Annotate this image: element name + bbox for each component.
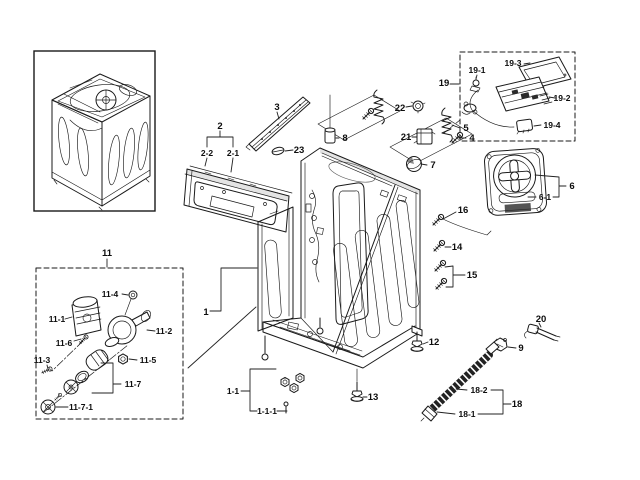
screw-icon (362, 107, 375, 120)
cap-7 (406, 156, 422, 172)
clip-part (271, 146, 285, 156)
mount-nuts-1-1 (280, 372, 305, 394)
inset-border (33, 50, 156, 212)
callout-21: 21 (401, 132, 412, 143)
screw-15b (435, 277, 448, 290)
callout-11-1: 11-1 (49, 314, 66, 324)
cabinet-frame (261, 147, 423, 369)
callout-2-2: 2-2 (201, 148, 214, 158)
rod-16 (442, 218, 492, 236)
callout-6-1: 6-1 (539, 192, 552, 202)
clamp-22 (410, 100, 426, 114)
nut-11-5 (118, 353, 128, 365)
drain-hose-18 (420, 338, 500, 422)
callout-1-1-1: 1-1-1 (257, 406, 277, 416)
pump-assembly-box (35, 267, 184, 420)
callout-19-2: 19-2 (553, 93, 570, 103)
switch-21 (413, 128, 436, 145)
callout-3: 3 (274, 102, 279, 113)
front-frame-panel (183, 165, 293, 233)
rear-cover-6 (484, 148, 547, 216)
callout-4: 4 (469, 133, 475, 144)
callout-1: 1 (203, 307, 209, 318)
callout-11-3: 11-3 (34, 355, 51, 365)
screw-14 (433, 239, 446, 252)
callout-11-4: 11-4 (102, 289, 119, 299)
power-cord-20 (524, 323, 561, 342)
spring-5 (441, 107, 453, 143)
callout-11-5: 11-5 (140, 355, 157, 365)
callout-labels: 1 1-1 1-1-1 2 2-2 2-1 3 4 5 6 6-1 7 8 9 … (34, 58, 575, 419)
suspension-plane-right (389, 117, 473, 164)
seal-ring-11-4 (128, 290, 138, 300)
top-rail (245, 96, 311, 152)
callout-16: 16 (458, 205, 469, 216)
control-module-box (443, 51, 576, 142)
callout-2: 2 (217, 121, 222, 132)
callout-19: 19 (439, 78, 450, 89)
callout-18-2: 18-2 (470, 385, 487, 395)
callout-18-1: 18-1 (458, 409, 475, 419)
leveling-foot-13 (350, 381, 364, 402)
callout-13: 13 (368, 392, 379, 403)
pump-housing-11-2 (104, 310, 151, 347)
assembled-washer-inset (33, 50, 156, 212)
filter-assembly-11-7 (40, 344, 129, 415)
callout-19-1: 19-1 (468, 65, 485, 75)
callout-22: 22 (395, 103, 406, 114)
callout-11-7-1: 11-7-1 (69, 402, 93, 412)
callout-11: 11 (102, 248, 113, 259)
bolt-1-1-1 (283, 401, 289, 414)
screw-15a (434, 259, 447, 272)
callout-8: 8 (342, 133, 347, 144)
damper-pin-8 (324, 94, 336, 144)
pcb-module-19-2 (495, 76, 553, 112)
callout-11-6: 11-6 (56, 338, 73, 348)
callout-2-1: 2-1 (227, 148, 240, 158)
left-side-panel (257, 206, 294, 332)
sensor-19-1 (469, 76, 481, 93)
callout-7: 7 (430, 160, 435, 171)
leader-lines (46, 62, 567, 415)
spring (373, 89, 385, 125)
pump-motor-11-1 (71, 296, 102, 337)
callout-20: 20 (536, 314, 547, 325)
callout-5: 5 (463, 123, 469, 134)
callout-19-4: 19-4 (543, 120, 560, 130)
callout-11-7: 11-7 (125, 379, 142, 389)
callout-12: 12 (429, 337, 440, 348)
screw-16 (432, 213, 445, 226)
callout-1-1: 1-1 (227, 386, 240, 396)
callout-18: 18 (512, 399, 523, 410)
callout-9: 9 (518, 343, 523, 354)
callout-23: 23 (294, 145, 305, 156)
harness-cable (469, 89, 515, 128)
callout-11-2: 11-2 (156, 326, 173, 336)
callout-15: 15 (467, 270, 478, 281)
callout-19-3: 19-3 (504, 58, 521, 68)
callout-6: 6 (569, 181, 574, 192)
callout-14: 14 (452, 242, 463, 253)
bracket-parts (461, 101, 478, 115)
connector-19-4 (516, 118, 533, 135)
